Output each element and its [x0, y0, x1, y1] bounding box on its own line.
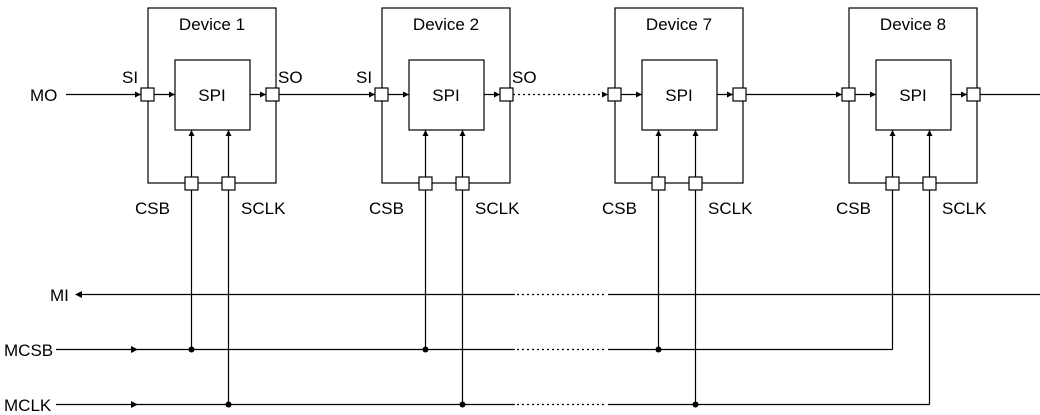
device-2-csb-pin: [418, 176, 433, 191]
mcsb-label: MCSB: [4, 341, 53, 360]
device-7-out-arrow: [727, 91, 733, 98]
mcsb-junction-dot-3: [655, 346, 662, 353]
mcsb-arrow: [131, 346, 138, 353]
dev1-to-dev2-arrow: [369, 91, 375, 98]
mi-arrow: [75, 291, 82, 298]
device-7-spi-block: [641, 59, 718, 131]
device-2: Device 2 SPI SI SO CSB SCLK: [356, 7, 537, 218]
device-2-sclk-arrow: [459, 130, 466, 136]
device-1-internal-wires: [154, 93, 266, 177]
device-2-title: Device 2: [413, 15, 479, 34]
device-8-spi-label: SPI: [899, 86, 926, 105]
device-7-in-arrow: [636, 91, 642, 98]
device-8-title: Device 8: [880, 15, 946, 34]
device-7-si-pin: [607, 87, 622, 102]
device-1: Device 1 SPI SI SO CSB SCLK: [122, 7, 303, 218]
device-8-csb-label: CSB: [836, 199, 871, 218]
device-7-csb-label: CSB: [602, 199, 637, 218]
device-8-si-pin: [841, 87, 856, 102]
device-2-si-label: SI: [356, 68, 372, 87]
device-2-si-pin: [374, 87, 389, 102]
device-2-csb-label: CSB: [369, 199, 404, 218]
device-1-si-label: SI: [122, 68, 138, 87]
device-7-sclk-pin: [688, 176, 703, 191]
device-7-internal-wires: [621, 93, 733, 177]
device-7-so-pin: [732, 87, 747, 102]
mo-arrow: [135, 91, 141, 98]
device-1-sclk-arrow: [225, 130, 232, 136]
device-1-so-label: SO: [278, 68, 303, 87]
device-8-sclk-arrow: [926, 130, 933, 136]
device-7-csb-arrow: [655, 130, 662, 136]
dev2-to-dev7-arrow: [602, 91, 608, 98]
device-8-spi-block: [875, 59, 952, 131]
device-7-sclk-arrow: [692, 130, 699, 136]
device-7: Device 7 SPI CSB SCLK: [602, 7, 753, 218]
device-8-so-pin: [966, 87, 981, 102]
device-8-csb-pin: [885, 176, 900, 191]
mclk-drops: [227, 190, 931, 405]
device-7-csb-pin: [651, 176, 666, 191]
device-1-csb-label: CSB: [135, 199, 170, 218]
mo-label: MO: [30, 86, 57, 105]
device-8-csb-arrow: [889, 130, 896, 136]
device-8-sclk-label: SCLK: [942, 199, 987, 218]
device-7-spi-label: SPI: [665, 86, 692, 105]
device-1-spi-block: [174, 59, 251, 131]
device-8-internal-wires: [855, 93, 967, 177]
device-2-out-arrow: [494, 91, 500, 98]
device-8-sclk-pin: [922, 176, 937, 191]
mclk-label: MCLK: [4, 396, 52, 415]
device-1-csb-arrow: [188, 130, 195, 136]
device-1-csb-pin: [184, 176, 199, 191]
device-1-spi-label: SPI: [198, 86, 225, 105]
mcsb-junction-dot-1: [188, 346, 195, 353]
device-2-so-pin: [499, 87, 514, 102]
mi-bus: MI: [50, 286, 1040, 305]
device-2-csb-arrow: [422, 130, 429, 136]
mcsb-bus: MCSB: [4, 190, 894, 360]
mclk-junction-dot-3: [692, 401, 699, 408]
device-1-title: Device 1: [179, 15, 245, 34]
device-1-in-arrow: [169, 91, 175, 98]
device-8-in-arrow: [870, 91, 876, 98]
device-1-sclk-pin: [221, 176, 236, 191]
mcsb-drops: [190, 190, 894, 350]
device-1-out-arrow: [260, 91, 266, 98]
dev7-to-dev8-arrow: [836, 91, 842, 98]
data-chain: MO: [30, 86, 1040, 105]
device-8-out-arrow: [961, 91, 967, 98]
device-7-sclk-label: SCLK: [708, 199, 753, 218]
mclk-junction-dot-1: [225, 401, 232, 408]
device-2-so-label: SO: [512, 68, 537, 87]
device-2-internal-wires: [388, 93, 500, 177]
device-2-in-arrow: [403, 91, 409, 98]
mclk-bus: MCLK: [4, 190, 931, 415]
device-7-title: Device 7: [646, 15, 712, 34]
device-1-si-pin: [140, 87, 155, 102]
device-2-spi-label: SPI: [432, 86, 459, 105]
device-1-so-pin: [265, 87, 280, 102]
mclk-junction-dot-2: [459, 401, 466, 408]
mcsb-junction-dot-2: [422, 346, 429, 353]
device-1-sclk-label: SCLK: [241, 199, 286, 218]
device-2-sclk-pin: [455, 176, 470, 191]
device-8: Device 8 SPI CSB SCLK: [836, 7, 987, 218]
mi-label: MI: [50, 286, 69, 305]
device-2-sclk-label: SCLK: [475, 199, 520, 218]
mclk-arrow: [131, 401, 138, 408]
